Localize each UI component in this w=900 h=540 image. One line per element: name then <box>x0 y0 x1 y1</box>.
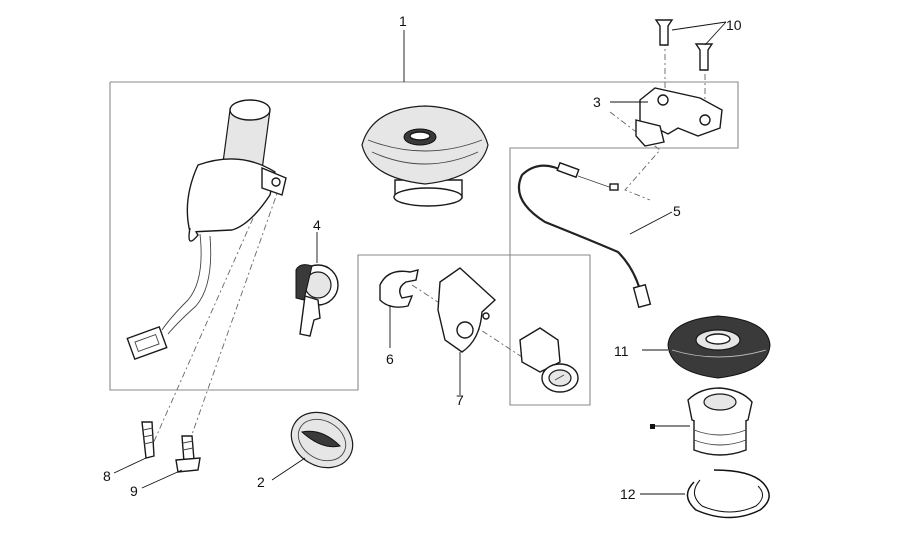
fuel-cap-icon <box>667 315 771 379</box>
callout-5: 5 <box>673 203 681 219</box>
spring-clip-icon <box>379 269 419 308</box>
leader-8 <box>113 457 147 474</box>
group-frame-ignition <box>109 81 739 406</box>
filler-neck-icon <box>687 387 753 456</box>
callout-6: 6 <box>386 351 394 367</box>
callout-2: 2 <box>257 474 265 490</box>
leader-10b <box>704 21 727 46</box>
cable-icon <box>517 161 652 309</box>
callout-3: 3 <box>593 94 601 110</box>
circlip-icon <box>686 469 770 519</box>
ignition-switch-icon <box>126 99 287 361</box>
callout-1: 1 <box>399 13 407 29</box>
callout-7: 7 <box>456 392 464 408</box>
leader-10a <box>671 21 727 31</box>
key-icon <box>295 264 339 337</box>
fuel-cap-icon <box>361 105 489 207</box>
callout-10: 10 <box>726 17 742 33</box>
callout-9: 9 <box>130 483 138 499</box>
callout-8: 8 <box>103 468 111 484</box>
lock-cylinder-icon <box>519 327 579 393</box>
axis-line-8 <box>147 179 271 456</box>
emblem-badge-icon <box>290 411 354 469</box>
bullet-marker <box>650 424 655 429</box>
screw-icon <box>175 435 201 473</box>
callout-4: 4 <box>313 217 321 233</box>
axis-line-3 <box>609 111 661 201</box>
callout-12: 12 <box>620 486 636 502</box>
axis-line-9 <box>189 184 281 441</box>
lock-bracket-icon <box>437 267 497 353</box>
leader-5 <box>629 211 673 235</box>
mounting-bracket-icon <box>635 87 723 147</box>
leader-9 <box>141 469 183 489</box>
leader-2 <box>271 457 306 481</box>
callout-11: 11 <box>614 343 629 359</box>
screw-icon <box>654 19 714 71</box>
screw-icon <box>141 421 155 459</box>
